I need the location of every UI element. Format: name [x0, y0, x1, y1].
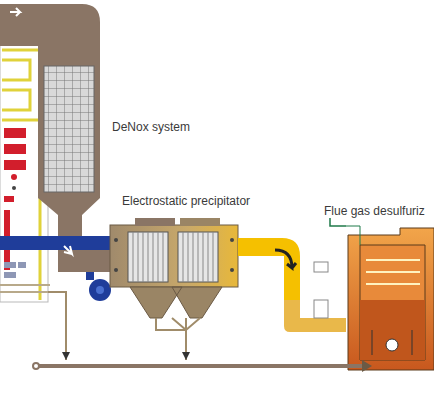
part-label: DeNox system — [112, 120, 190, 134]
part-label: Electrostatic precipitator — [122, 194, 250, 208]
part-label: Flue gas desulfuriz — [324, 204, 425, 218]
